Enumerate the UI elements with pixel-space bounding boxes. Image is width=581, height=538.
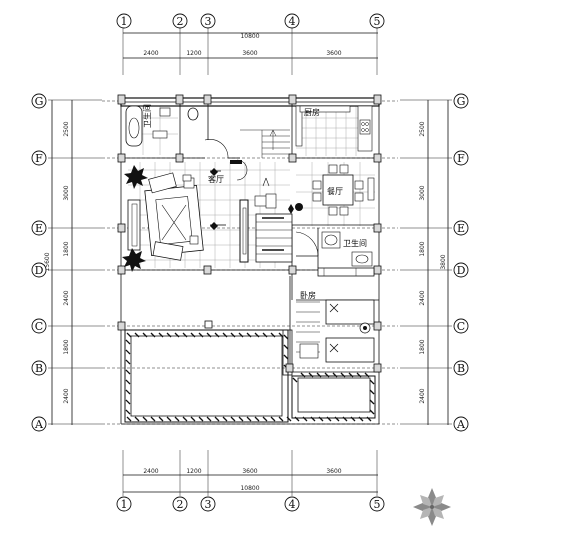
building: 卫生间 厨房: [102, 94, 398, 425]
axis-label-top: 3: [205, 15, 212, 28]
axis-label-top: 1: [121, 15, 128, 28]
axis-label-right: F: [457, 152, 465, 165]
dim-left-span: 1800: [63, 241, 70, 256]
axis-label-bottom: 1: [121, 498, 128, 511]
axis-label-left: C: [35, 320, 43, 333]
compass-icon: [413, 488, 451, 526]
columns: [117, 94, 382, 373]
axis-label-right: A: [456, 418, 466, 431]
dim-left-total: 15600: [44, 252, 51, 271]
dim-left-span: 3000: [63, 185, 70, 200]
dim-left-span: 2500: [63, 121, 70, 136]
top-axis-bubbles: 1 2 3 4 5: [116, 13, 385, 29]
dim-right-span: 2500: [419, 121, 426, 136]
dim-right-span: 2400: [419, 388, 426, 403]
axis-label-left: E: [35, 222, 43, 235]
kitchen: 厨房: [295, 105, 373, 152]
room-label-bathroom: 卫生间: [343, 238, 367, 248]
axis-label-right: B: [457, 362, 465, 375]
axis-label-top: 5: [374, 15, 381, 28]
dim-bottom-span: 3600: [326, 468, 341, 475]
axis-label-left: D: [35, 264, 44, 277]
axis-label-left: G: [35, 95, 44, 108]
dim-bottom-span: 1200: [186, 468, 201, 475]
axis-label-right: G: [457, 95, 466, 108]
axis-label-bottom: 2: [177, 498, 184, 511]
axis-label-right: E: [457, 222, 465, 235]
dim-right-span: 1800: [419, 241, 426, 256]
room-label-dining: 餐厅: [327, 187, 343, 196]
dim-top-span: 2400: [143, 50, 158, 57]
bathroom-top-left: 卫生间: [125, 104, 229, 159]
right-dimensions: 2500 3000 1800 2400 1800 2400 3800: [400, 99, 452, 425]
axis-label-top: 4: [289, 15, 296, 28]
dim-top-span: 1200: [186, 50, 201, 57]
axis-label-right: C: [457, 320, 465, 333]
bottom-dimensions: 2400 1200 3600 3600 10800: [122, 450, 378, 496]
top-dimensions: 10800 2400 1200 3600 3600: [122, 28, 378, 75]
axis-label-left: A: [34, 418, 44, 431]
dining: 餐厅: [295, 164, 375, 216]
axis-label-left: B: [35, 362, 43, 375]
dim-top-span: 3600: [326, 50, 341, 57]
axis-label-bottom: 3: [205, 498, 212, 511]
dim-right-total: 3800: [440, 254, 447, 269]
dim-right-span: 2400: [419, 290, 426, 305]
dim-right-span: 3000: [419, 185, 426, 200]
dim-left-span: 2400: [63, 290, 70, 305]
dim-bottom-total: 10800: [240, 485, 259, 492]
dim-left-span: 2400: [63, 388, 70, 403]
axis-label-bottom: 5: [374, 498, 381, 511]
room-label-bedroom: 卧房: [300, 290, 316, 300]
room-label-kitchen: 厨房: [304, 107, 320, 117]
axis-label-right: D: [457, 264, 466, 277]
dim-top-total: 10800: [240, 33, 259, 40]
dim-top-span: 3600: [242, 50, 257, 57]
dim-bottom-span: 3600: [242, 468, 257, 475]
bathroom-right: 卫生间: [295, 231, 375, 277]
bedroom: 卧房: [296, 290, 375, 363]
dim-right-span: 1800: [419, 339, 426, 354]
bottom-axis-bubbles: 1 2 3 4 5: [116, 496, 385, 512]
dim-left-span: 1800: [63, 339, 70, 354]
planter-border: [124, 320, 376, 423]
room-label-living: 客厅: [208, 174, 224, 184]
axis-label-top: 2: [177, 15, 184, 28]
left-dimensions: 2500 3000 1800 2400 1800 2400 15600: [44, 99, 102, 425]
stair-top: [240, 129, 290, 158]
axis-label-left: F: [35, 152, 43, 165]
dim-bottom-span: 2400: [143, 468, 158, 475]
room-label-bath-left: 卫生间: [142, 104, 152, 128]
living-room: 客厅: [122, 165, 226, 272]
axis-label-bottom: 4: [289, 498, 296, 511]
stair-center: [230, 159, 294, 263]
right-axis-bubbles: G F E D C B A: [453, 93, 469, 432]
left-axis-bubbles: G F E D C B A: [31, 93, 47, 432]
